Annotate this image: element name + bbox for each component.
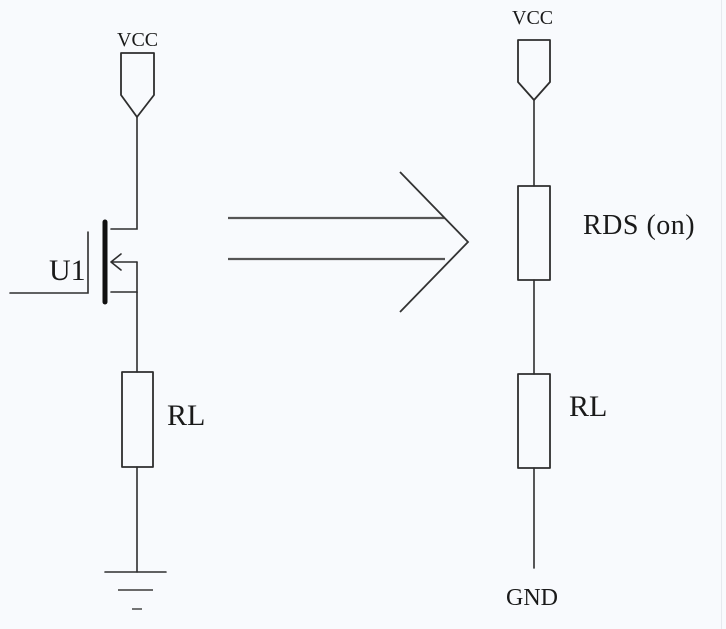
mosfet-icon — [9, 219, 138, 305]
double-arrow-right-icon — [228, 171, 470, 313]
right-vcc-label: VCC — [512, 7, 554, 29]
right-circuit — [517, 39, 551, 569]
frame-edge — [721, 0, 722, 629]
mosfet-body-lead — [110, 261, 138, 293]
left-rl-resistor-icon — [121, 371, 154, 468]
ground-icon — [104, 571, 167, 610]
right-rl-label: RL — [569, 390, 608, 423]
u1-label: U1 — [49, 254, 86, 287]
left-rl-label: RL — [167, 399, 206, 432]
left-circuit — [9, 52, 167, 610]
mosfet-gate-lead — [9, 231, 89, 294]
right-rl-resistor-icon — [517, 373, 551, 469]
mosfet-source-arrow-icon — [110, 253, 138, 271]
left-vcc-port-icon — [120, 52, 155, 118]
rds-on-resistor-icon — [517, 185, 551, 281]
right-vcc-port-icon — [517, 39, 551, 101]
left-wire-vcc-drain — [110, 116, 138, 230]
rds-on-label: RDS (on) — [583, 210, 696, 241]
gnd-label: GND — [506, 585, 558, 611]
left-vcc-label: VCC — [117, 29, 159, 51]
